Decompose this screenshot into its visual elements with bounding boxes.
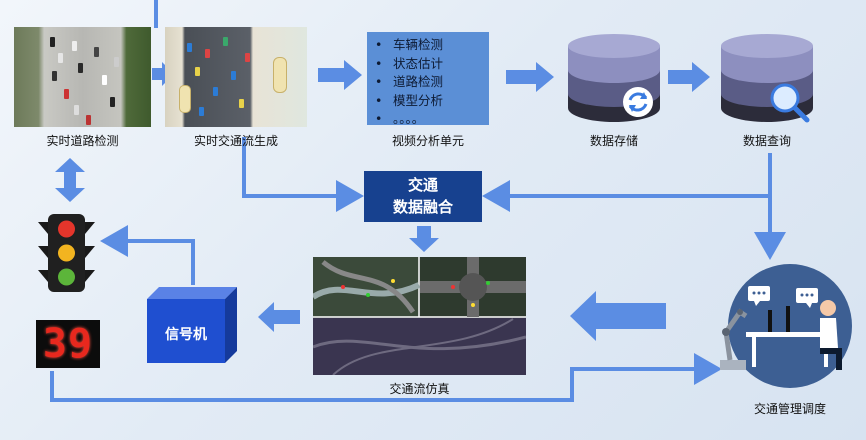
signal-machine-label: 信号机 — [165, 327, 207, 343]
video-analysis-label: 视频分析单元 — [391, 134, 464, 148]
arrow-fusion-to-simulation — [409, 226, 439, 252]
data-query-label: 数据查询 — [742, 134, 791, 148]
arrow-video-to-storage — [506, 62, 554, 92]
signal-machine-box — [147, 287, 237, 363]
video-analysis-box: 车辆检测 状态估计 道路检测 模型分析 。。。。 — [367, 32, 489, 125]
refresh-icon — [623, 87, 653, 117]
traffic-management-icon — [720, 264, 852, 388]
arrow-management-to-simulation — [570, 291, 666, 341]
road-detection-label: 实时道路检测 — [46, 134, 119, 148]
data-query-icon — [721, 34, 813, 123]
traffic-management-label: 交通管理调度 — [753, 402, 826, 416]
analysis-item: 状态估计 — [375, 55, 489, 74]
countdown-value: 39 — [42, 321, 94, 367]
traffic-simulation-image — [313, 257, 526, 375]
data-storage-icon — [568, 34, 660, 122]
arrow-storage-to-query — [668, 62, 710, 92]
traffic-light-icon — [38, 214, 95, 292]
fusion-title-line1: 交通 — [407, 176, 438, 194]
flow-to-fusion-line — [242, 137, 364, 212]
analysis-item: 车辆检测 — [375, 36, 489, 55]
road-detection-image — [14, 27, 151, 127]
robot-arm-icon — [720, 308, 748, 370]
signal-to-light-line — [100, 225, 195, 285]
simulation-render — [313, 257, 526, 375]
chat-bubble-icon — [748, 286, 818, 308]
arrow-bidirectional — [55, 158, 85, 202]
traffic-flow-generation-image — [165, 27, 307, 127]
data-storage-label: 数据存储 — [589, 134, 638, 148]
traffic-simulation-label: 交通流仿真 — [389, 382, 450, 396]
analysis-item: 道路检测 — [375, 73, 489, 92]
countdown-display: 39 — [36, 320, 100, 368]
arrow-simulation-to-signal — [258, 302, 300, 332]
countdown-to-management-line — [50, 353, 722, 402]
traffic-flow-generation-label: 实时交通流生成 — [193, 134, 278, 148]
arrow-flow-to-video — [318, 60, 362, 90]
analysis-item: 模型分析 — [375, 92, 489, 111]
magnifier-icon — [770, 83, 810, 123]
arrow-road-to-flow — [152, 62, 174, 86]
analysis-item: 。。。。 — [375, 110, 489, 125]
data-fusion-box: 交通 数据融合 — [364, 171, 482, 222]
query-to-fusion-line — [482, 153, 772, 212]
fusion-title-line2: 数据融合 — [392, 198, 453, 216]
